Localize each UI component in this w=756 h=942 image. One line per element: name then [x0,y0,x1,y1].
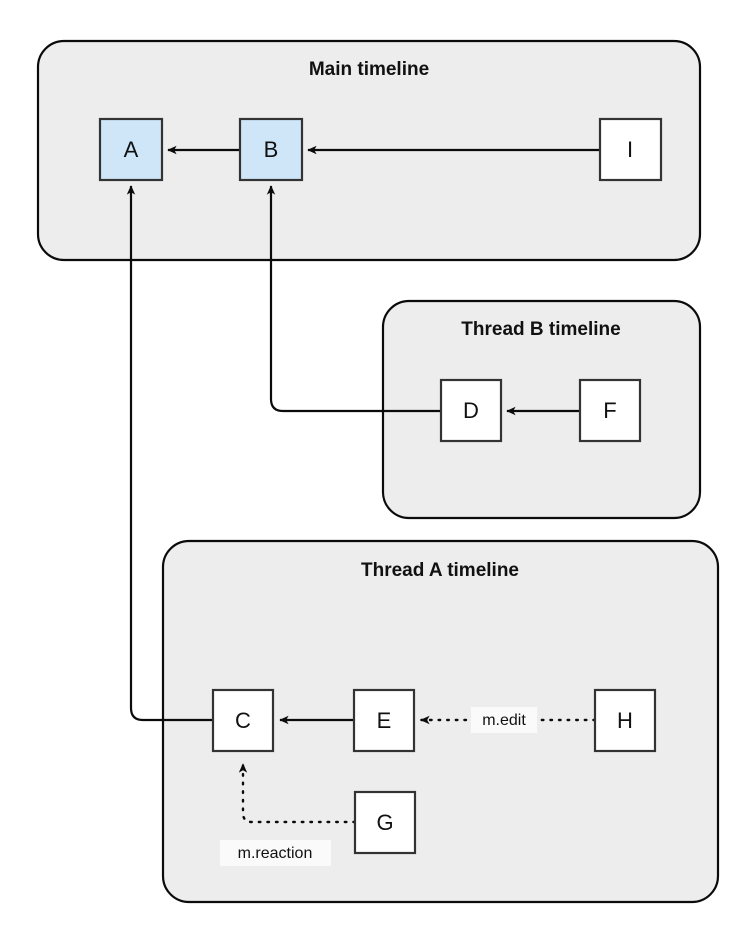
node-b-box[interactable] [238,117,304,182]
node-d-box[interactable] [439,378,503,443]
edge-label-m-reaction-group: m.reaction [220,840,331,866]
edge-label-m-edit-group: m.edit [471,707,537,733]
node-i-label: I [627,137,633,162]
node-e-box[interactable] [352,688,416,753]
node-h[interactable]: H [593,688,657,753]
node-b-label: B [264,137,279,162]
node-f[interactable]: F [578,378,642,443]
node-a-label: A [124,137,139,162]
node-h-box[interactable] [593,688,657,753]
node-a-box[interactable] [98,117,164,182]
group-thread-a-timeline-box [161,539,720,904]
group-thread-b-timeline-box [381,299,702,520]
node-g-box[interactable] [353,790,417,855]
edge-c-to-a [126,185,213,722]
node-i[interactable]: I [598,117,663,182]
group-thread-b-timeline: Thread B timeline [381,299,702,520]
edge-label-m-edit-backdrop [471,707,537,733]
node-g[interactable]: G [353,790,417,855]
group-thread-b-timeline-title: Thread B timeline [461,319,620,340]
node-i-box[interactable] [598,117,663,182]
edge-label-m-reaction: m.reaction [238,845,313,862]
edge-d-to-b [266,185,441,413]
group-thread-a-timeline: Thread A timeline [161,539,720,904]
node-c[interactable]: C [211,688,275,753]
node-e[interactable]: E [352,688,416,753]
edge-g-to-c [238,762,357,824]
node-c-box[interactable] [211,688,275,753]
node-c-label: C [235,708,251,733]
group-thread-a-timeline-title: Thread A timeline [361,560,519,581]
node-f-box[interactable] [578,378,642,443]
node-d-label: D [463,398,479,423]
edge-label-m-reaction-backdrop [220,840,331,866]
edge-label-m-edit: m.edit [482,712,526,729]
node-a[interactable]: A [98,117,164,182]
group-main-timeline-title: Main timeline [309,59,429,80]
node-g-label: G [376,810,393,835]
node-h-label: H [617,708,633,733]
node-d[interactable]: D [439,378,503,443]
node-e-label: E [377,708,392,733]
node-f-label: F [603,398,616,423]
node-b[interactable]: B [238,117,304,182]
